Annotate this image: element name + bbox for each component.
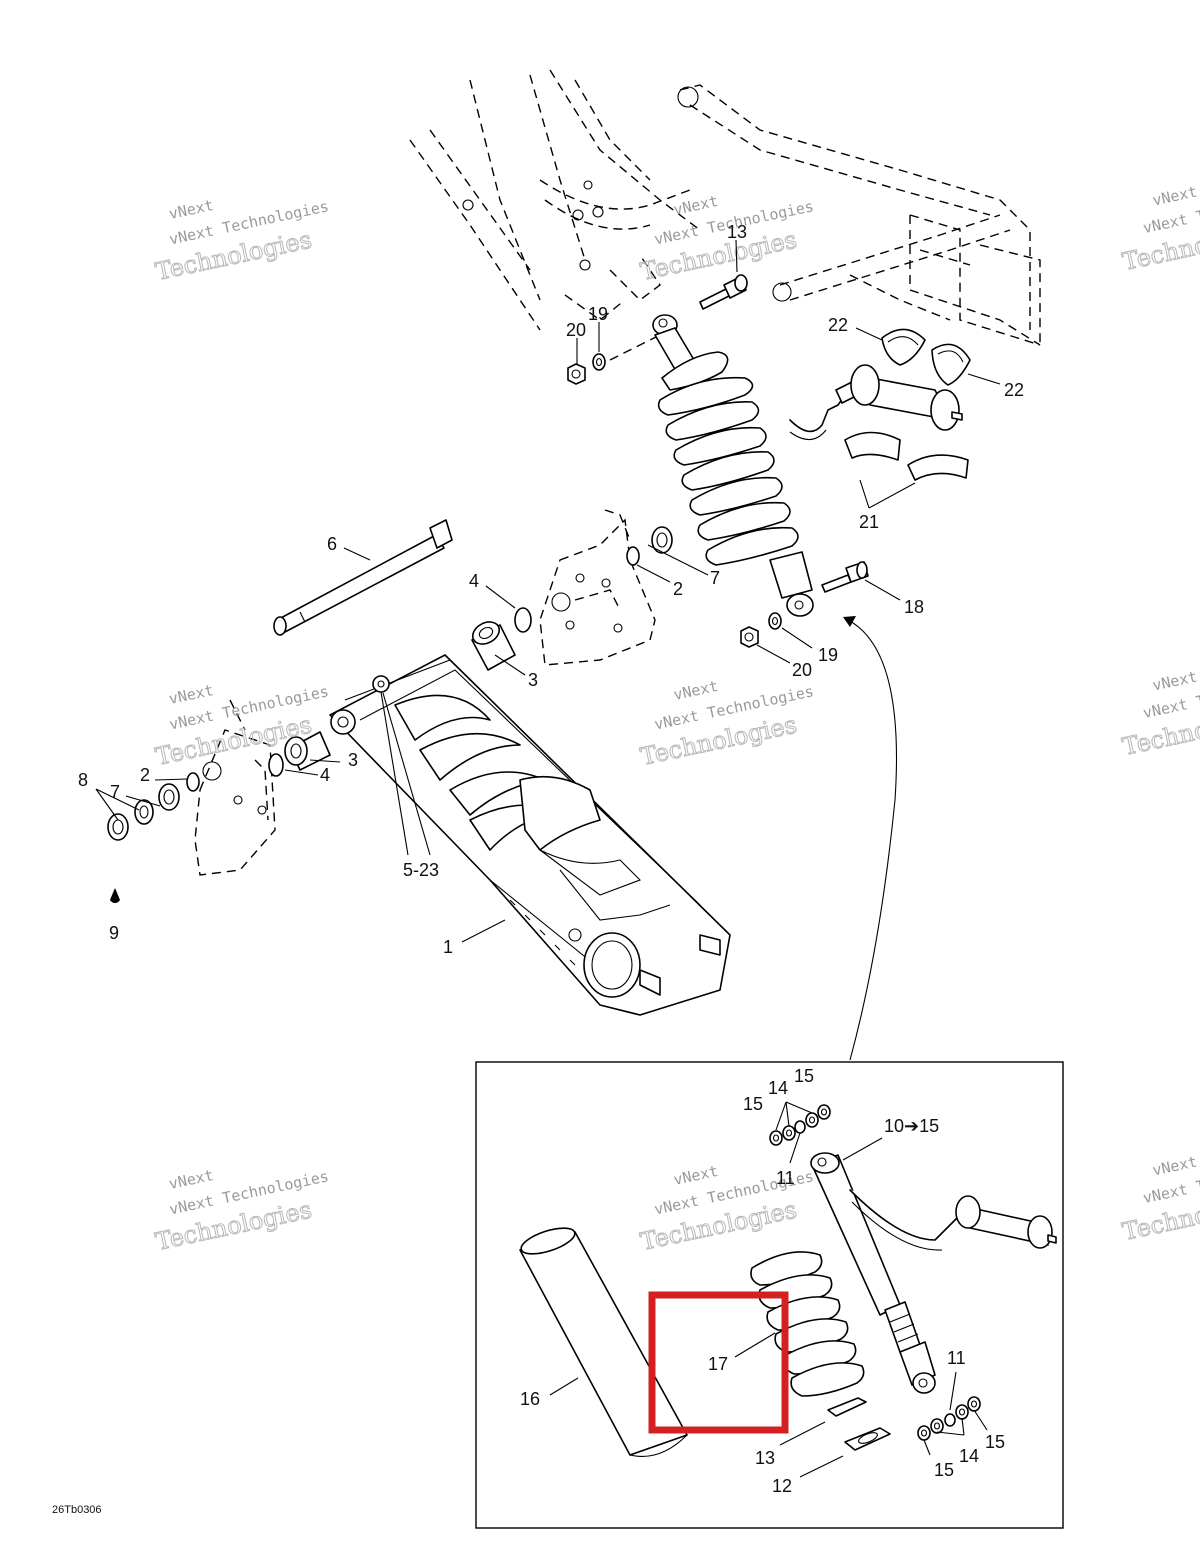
watermark-7: vNext vNext Technologies Technologies <box>153 1166 331 1256</box>
callout-14: 14 <box>768 1078 788 1098</box>
shock-lower-bolt <box>821 561 869 593</box>
callout-15: 15 <box>985 1432 1005 1452</box>
left-inner-o-ring <box>186 772 200 792</box>
spring-stopper <box>827 1397 867 1417</box>
left-washer <box>158 783 180 811</box>
upper-seal-set <box>769 1104 831 1146</box>
upper-bolt-axis <box>609 334 661 361</box>
swing-arm <box>329 654 731 1016</box>
callout-7: 7 <box>710 568 720 588</box>
callout-19: 19 <box>818 645 838 665</box>
lower-seal-set <box>917 1396 981 1441</box>
left-pivot-bracket <box>194 699 276 876</box>
watermark-2: vNext vNext Technologies Technologies <box>638 192 816 287</box>
spring-seat <box>844 1427 891 1451</box>
callout-12: 12 <box>772 1476 792 1496</box>
callout-22: 22 <box>1004 380 1024 400</box>
detail-arrow-head <box>843 616 856 627</box>
callout-16: 16 <box>520 1389 540 1409</box>
shock-reservoir <box>850 364 963 431</box>
callout-2: 2 <box>140 765 150 785</box>
spring-guide-tube <box>519 1227 688 1457</box>
callout-15: 15 <box>794 1066 814 1086</box>
callout-9: 9 <box>109 923 119 943</box>
upper-nut <box>567 363 586 385</box>
svg-text:vNext: vNext <box>672 192 720 219</box>
lower-washer <box>768 612 782 630</box>
right-pivot-bracket <box>539 509 656 666</box>
callout-numbers: 13 19 20 22 22 21 6 7 2 4 3 18 19 20 2 7… <box>78 222 1024 1496</box>
detail-reference-arrow <box>847 619 898 1061</box>
callout-5-23: 5-23 <box>403 860 439 880</box>
callout-7: 7 <box>110 782 120 802</box>
watermark-6: vNext vNext Technologies Technologies <box>1119 668 1200 762</box>
callout-22: 22 <box>828 315 848 335</box>
callout-20: 20 <box>792 660 812 680</box>
right-o-ring <box>514 607 532 633</box>
callout-11: 11 <box>947 1348 966 1368</box>
svg-text:vNext: vNext <box>672 677 720 704</box>
svg-text:vNext: vNext <box>1151 1153 1199 1180</box>
watermark-3: vNext vNext Technologies Technologies <box>1119 183 1200 277</box>
watermark-9: vNext vNext Technologies Technologies <box>1119 1153 1200 1247</box>
svg-text:vNext: vNext <box>167 681 215 708</box>
callout-15: 15 <box>743 1094 763 1114</box>
lower-nut <box>740 626 759 648</box>
shock-upper-bolt <box>699 274 748 310</box>
watermark-8: vNext vNext Technologies Technologies <box>638 1162 816 1257</box>
callout-20: 20 <box>566 320 586 340</box>
callout-11: 11 <box>776 1168 795 1188</box>
callout-4: 4 <box>469 571 479 591</box>
frame-outline <box>409 69 701 331</box>
svg-text:vNext: vNext <box>1151 668 1199 695</box>
drawing-reference: 26Tb0306 <box>52 1504 102 1516</box>
detail-box <box>475 1061 1064 1529</box>
threadlocker-drop-icon <box>110 888 120 903</box>
callout-14: 14 <box>959 1446 979 1466</box>
svg-text:vNext: vNext <box>1151 183 1199 210</box>
callout-13: 13 <box>755 1448 775 1468</box>
right-washer <box>651 526 673 554</box>
svg-text:vNext: vNext <box>167 1166 215 1193</box>
callout-1: 1 <box>443 937 453 957</box>
left-lock-nut-outer <box>107 813 129 841</box>
detail-reservoir <box>955 1195 1057 1249</box>
callout-4: 4 <box>320 765 330 785</box>
reservoir-mounting-cushions <box>844 431 969 481</box>
callout-17: 17 <box>708 1354 728 1374</box>
callout-8: 8 <box>78 770 88 790</box>
shock-coil-spring <box>657 376 799 566</box>
reservoir-clamps <box>881 328 971 386</box>
detail-shock-body <box>810 1152 961 1394</box>
leader-lines <box>95 239 1001 1478</box>
left-bushing <box>284 731 331 771</box>
callout-3: 3 <box>528 670 538 690</box>
watermark-1: vNext vNext Technologies Technologies <box>153 196 331 286</box>
callout-19: 19 <box>588 304 608 324</box>
rear-shock-absorber <box>652 314 859 617</box>
callout-6: 6 <box>327 534 337 554</box>
svg-text:vNext: vNext <box>672 1162 720 1189</box>
right-inner-o-ring <box>626 546 640 566</box>
highlight-box <box>648 1291 789 1434</box>
callout-2: 2 <box>673 579 683 599</box>
watermark-5: vNext vNext Technologies Technologies <box>638 677 816 772</box>
pivot-axle <box>273 519 453 636</box>
callout-3: 3 <box>348 750 358 770</box>
callout-13: 13 <box>727 222 747 242</box>
callout-21: 21 <box>859 512 879 532</box>
upper-washer <box>592 353 606 371</box>
rear-bumper-outline <box>677 84 1041 346</box>
left-lock-nut-inner <box>134 799 154 825</box>
left-o-ring <box>268 753 284 777</box>
svg-text:vNext: vNext <box>167 196 215 223</box>
callout-15: 15 <box>934 1460 954 1480</box>
callout-18: 18 <box>904 597 924 617</box>
detail-coil-spring <box>750 1251 865 1397</box>
right-bushing <box>471 621 516 671</box>
callout-10-15: 10➔15 <box>884 1116 939 1136</box>
